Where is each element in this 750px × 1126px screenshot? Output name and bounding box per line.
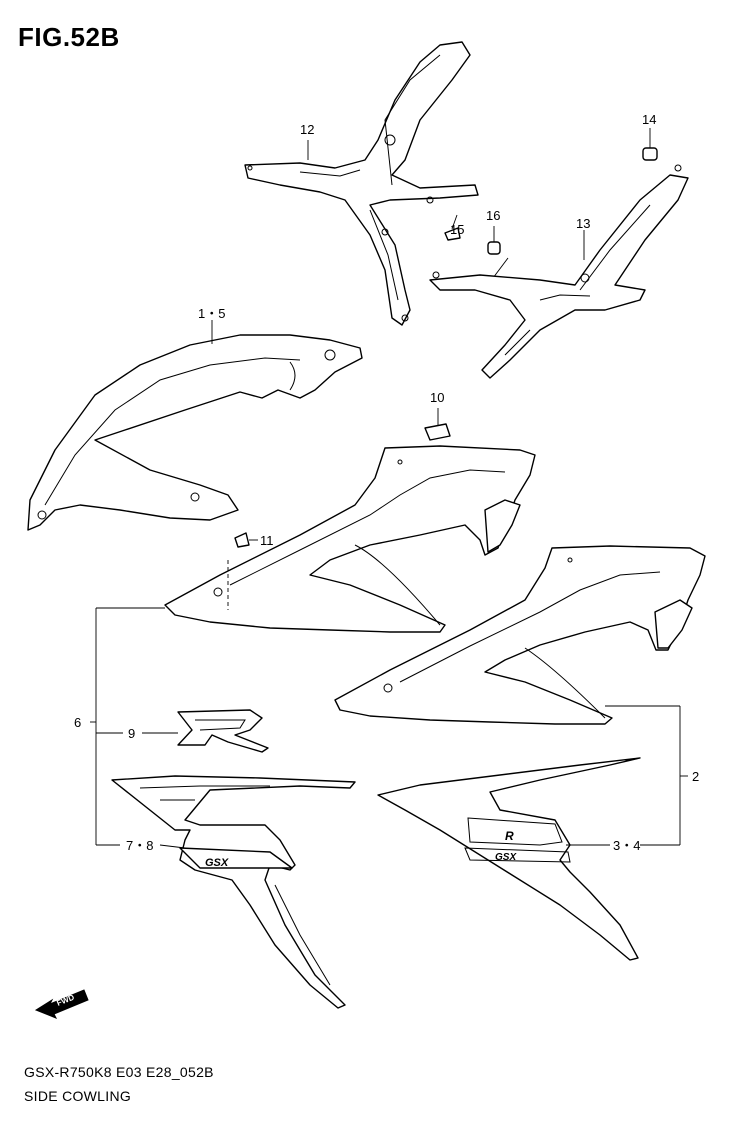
part-3-4-decal-panel — [377, 757, 641, 961]
part-6-side-cowling-left — [164, 445, 536, 633]
callout-12: 12 — [300, 122, 314, 137]
r-logo-text-panel: R — [505, 829, 514, 843]
callout-9: 9 — [128, 726, 135, 741]
callout-1-5: 1・5 — [198, 306, 225, 321]
callout-6: 6 — [74, 715, 81, 730]
callout-10: 10 — [430, 390, 444, 405]
part-16-nut — [487, 226, 509, 279]
callout-14: 14 — [642, 112, 656, 127]
part-9-r-decal — [177, 709, 269, 753]
callout-lines — [90, 140, 688, 849]
part-15-screw — [444, 214, 461, 241]
model-code: GSX-R750K8 E03 E28_052B — [24, 1064, 214, 1080]
part-1-5-upper-panel — [27, 320, 363, 531]
diagram-name: SIDE COWLING — [24, 1088, 132, 1104]
callout-labels: 12 14 16 15 13 1・5 10 11 6 9 2 7・8 3・4 G… — [55, 112, 699, 1008]
part-10-pad — [424, 408, 451, 441]
callout-16: 16 — [486, 208, 500, 223]
callout-7-8: 7・8 — [126, 838, 153, 853]
callout-15: 15 — [450, 222, 464, 237]
part-13-lower-bracket — [429, 164, 689, 379]
figure-title: FIG.52B — [18, 22, 120, 52]
gsx-logo-text: GSX — [205, 857, 229, 869]
part-12-inner-bracket — [244, 41, 479, 326]
fwd-arrow-icon — [34, 989, 89, 1019]
part-7-8-stripe-decal — [111, 775, 356, 1009]
gsx-logo-text-panel: GSX — [495, 852, 517, 863]
part-11-screw — [234, 532, 258, 548]
callout-11: 11 — [260, 533, 274, 548]
callout-3-4: 3・4 — [613, 838, 640, 853]
part-2-side-cowling-right — [334, 545, 706, 725]
part-14-grommet — [642, 128, 658, 161]
callout-13: 13 — [576, 216, 590, 231]
callout-2: 2 — [692, 769, 699, 784]
